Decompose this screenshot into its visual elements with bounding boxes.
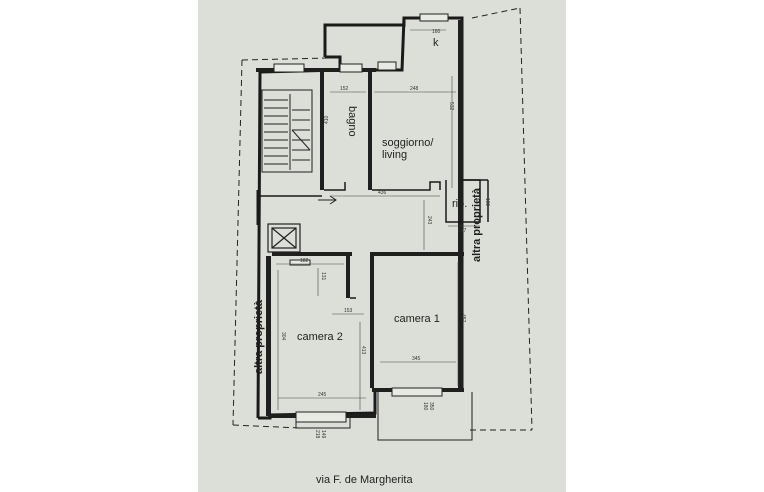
room-labels: bagno soggiorno/ living k rip. camera 1 … bbox=[297, 37, 467, 343]
balconies bbox=[295, 392, 473, 441]
dim-345: 345 bbox=[412, 356, 421, 362]
dimension-lines bbox=[276, 29, 480, 410]
dim-152: 152 bbox=[340, 86, 349, 92]
staircase bbox=[261, 89, 313, 173]
windows bbox=[273, 13, 449, 423]
dim-245: 245 bbox=[318, 392, 327, 398]
dim-532: 532 bbox=[448, 102, 454, 111]
room-label-rip: rip. bbox=[452, 198, 467, 210]
dimension-labels: 160 152 248 532 410 436 243 147 130 182 … bbox=[280, 29, 490, 439]
room-label-living: living bbox=[382, 149, 407, 161]
entrance-arrow bbox=[318, 195, 337, 205]
neighbor-label-left: altra proprietà bbox=[253, 299, 265, 374]
dim-410: 410 bbox=[324, 115, 330, 124]
dim-304: 304 bbox=[280, 332, 286, 341]
dim-147: 147 bbox=[458, 228, 467, 234]
dim-457: 457 bbox=[460, 314, 466, 323]
room-label-kitchen: k bbox=[433, 37, 439, 49]
dim-131: 131 bbox=[320, 272, 326, 281]
room-label-camera-2: camera 2 bbox=[297, 331, 343, 343]
dim-436: 436 bbox=[378, 190, 387, 196]
dim-350-bottom: 350 bbox=[428, 402, 434, 411]
interior-walls bbox=[258, 179, 489, 299]
dim-130: 130 bbox=[484, 198, 490, 207]
dim-218-bottom: 218 bbox=[314, 430, 320, 439]
dim-413: 413 bbox=[360, 346, 366, 355]
neighbor-label-right: altra proprietà bbox=[471, 187, 483, 262]
dim-153: 153 bbox=[344, 308, 353, 314]
property-boundaries bbox=[232, 7, 533, 431]
street-label: via F. de Margherita bbox=[316, 474, 413, 486]
dim-243: 243 bbox=[426, 216, 432, 225]
elevator-shaft bbox=[267, 223, 301, 253]
dim-248: 248 bbox=[410, 86, 419, 92]
dim-160-top: 160 bbox=[432, 29, 441, 35]
room-label-camera-1: camera 1 bbox=[394, 313, 440, 325]
dim-180-bottom: 180 bbox=[422, 402, 428, 411]
dim-149-bottom: 149 bbox=[320, 430, 326, 439]
dim-182: 182 bbox=[300, 258, 309, 264]
room-label-bagno: bagno bbox=[346, 106, 358, 137]
room-label-soggiorno: soggiorno/ bbox=[382, 137, 434, 149]
